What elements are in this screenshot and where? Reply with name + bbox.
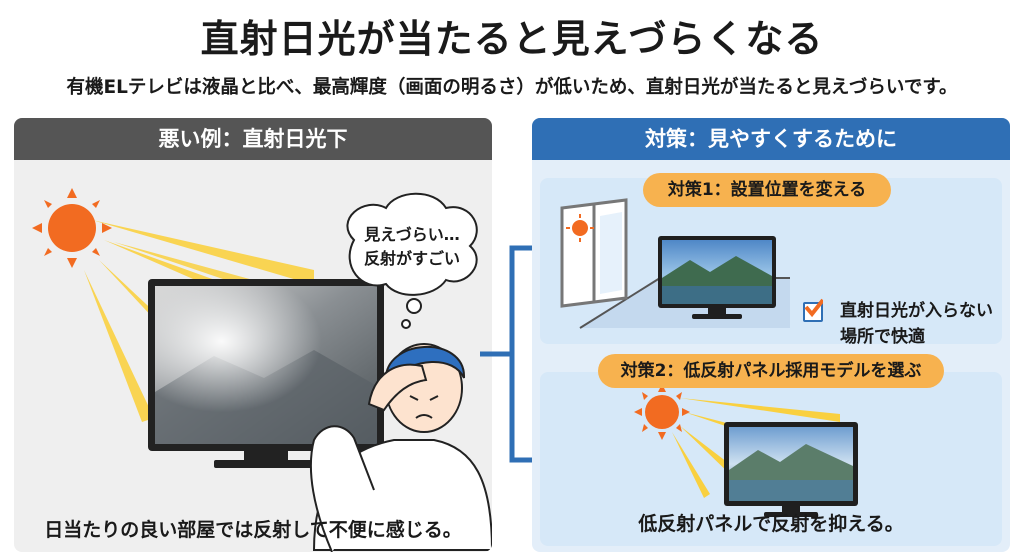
countermeasure-panel: 対策：見やすくするために xyxy=(532,118,1010,552)
page-subtitle: 有機ELテレビは液晶と比べ、最高輝度（画面の明るさ）が低いため、直射日光が当たる… xyxy=(66,77,958,98)
tv-icon xyxy=(148,279,384,468)
measure1-benefit-line2: 場所で快適 xyxy=(840,327,925,347)
thought-bubble-icon xyxy=(346,192,478,329)
page-title: 直射日光が当たると見えづらくなる xyxy=(200,17,824,61)
measure2-card: 低反射パネルで反射を抑える。 xyxy=(540,372,1002,546)
bad-example-caption: 日当たりの良い部屋では反射して不便に感じる。 xyxy=(44,519,462,541)
bad-example-illustration: 見えづらい… 反射がすごい xyxy=(32,188,492,552)
bad-example-panel: 悪い例：直射日光下 xyxy=(14,118,492,552)
bubble-line-2: 反射がすごい xyxy=(364,249,460,268)
person-icon xyxy=(309,343,492,552)
measure2-caption: 低反射パネルで反射を抑える。 xyxy=(638,513,904,535)
measure1-label: 対策1：設置位置を変える xyxy=(643,173,891,207)
tv-icon xyxy=(658,236,776,319)
window-icon xyxy=(560,198,628,308)
sun-icon xyxy=(634,384,690,440)
measure1-illustration xyxy=(560,198,790,329)
bad-example-header: 悪い例：直射日光下 xyxy=(14,118,492,160)
countermeasure-header: 対策：見やすくするために xyxy=(532,118,1010,160)
sun-icon xyxy=(566,214,594,242)
sun-icon xyxy=(32,188,112,268)
bubble-line-1: 見えづらい… xyxy=(363,225,460,244)
tv-icon xyxy=(724,422,858,517)
measure1-benefit: 直射日光が入らない 場所で快適 xyxy=(840,298,993,350)
measure2-label: 対策2：低反射パネル採用モデルを選ぶ xyxy=(598,354,944,388)
checkbox-icon xyxy=(803,298,823,322)
measure2-illustration xyxy=(634,384,858,517)
measure1-benefit-line1: 直射日光が入らない xyxy=(840,301,993,321)
